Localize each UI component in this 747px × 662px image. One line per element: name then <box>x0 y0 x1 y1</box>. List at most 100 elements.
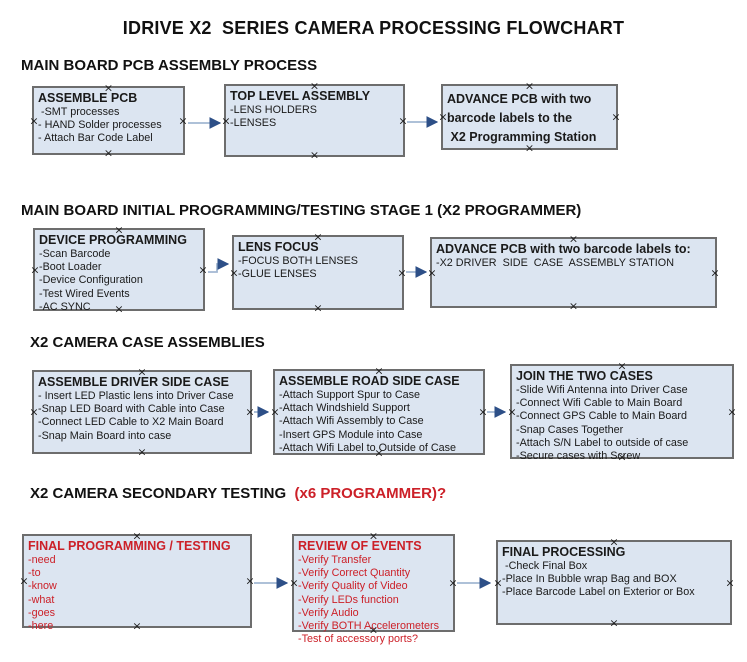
box-item: -Attach Wifi Assembly to Case <box>279 415 424 428</box>
box-device-programming: DEVICE PROGRAMMING -Scan Barcode-Boot Lo… <box>30 225 208 315</box>
box-item: -what <box>28 593 55 606</box>
box-title: ASSEMBLE PCB <box>38 91 138 105</box>
box-items: -Check Final Box-Place In Bubble wrap Ba… <box>502 560 726 600</box>
box-title: JOIN THE TWO CASES <box>516 369 653 383</box>
box-items: -SMT processes- HAND Solder processes- A… <box>38 106 179 146</box>
box-top-level-assembly: TOP LEVEL ASSEMBLY -LENS HOLDERS-LENSES … <box>221 81 408 161</box>
box-items: -Attach Support Spur to Case-Attach Wind… <box>279 389 479 455</box>
box-title: ADVANCE PCB with two barcode labels to t… <box>447 92 597 144</box>
box-item: -Attach Wifi Label to Outside of Case <box>279 441 457 454</box>
box-item: -Connect Wifi Cable to Main Board <box>516 397 683 410</box>
box-assemble-pcb: ASSEMBLE PCB -SMT processes- HAND Solder… <box>29 83 188 159</box>
connection-handle-icon: × <box>178 114 188 127</box>
box-items: -FOCUS BOTH LENSES-GLUE LENSES <box>238 255 398 281</box>
box-item: -Snap Cases Together <box>516 423 624 436</box>
box-title: LENS FOCUS <box>238 240 319 254</box>
connection-handle-icon: × <box>568 299 579 313</box>
box-items: -LENS HOLDERS-LENSES <box>230 104 399 130</box>
box-item: -Boot Loader <box>39 261 102 274</box>
box-item: -Test Wired Events <box>39 287 130 300</box>
box-item: -Verify Transfer <box>298 554 372 566</box>
box-item: -Device Configuration <box>39 274 143 287</box>
box-title: DEVICE PROGRAMMING <box>39 233 187 247</box>
box-final-programming-testing: FINAL PROGRAMMING / TESTING -need-to-kno… <box>19 531 255 633</box>
box-item: -know <box>28 580 57 593</box>
box-title: ADVANCE PCB with two barcode labels to: <box>436 242 691 256</box>
box-item: -Connect GPS Cable to Main Board <box>516 410 688 423</box>
box-item: -X2 DRIVER SIDE CASE ASSEMBLY STATION <box>436 257 674 269</box>
box-item: -Scan Barcode <box>39 248 111 260</box>
box-join-the-two-cases: JOIN THE TWO CASES -Slide Wifi Antenna i… <box>507 361 737 463</box>
connection-handle-icon: × <box>448 576 458 590</box>
box-item: -Place In Bubble wrap Bag and BOX <box>502 573 677 586</box>
box-title: TOP LEVEL ASSEMBLY <box>230 89 371 103</box>
connection-handle-icon: × <box>478 405 488 419</box>
heading-red-part: (x6 PROGRAMMER)? <box>294 485 447 502</box>
box-item: -Snap Main Board into case <box>38 429 172 442</box>
box-item: -Test of accessory ports? <box>298 633 419 646</box>
box-item: -GLUE LENSES <box>238 268 317 281</box>
section-heading-secondary-testing: X2 CAMERA SECONDARY TESTING (x6 PROGRAMM… <box>30 485 446 502</box>
connection-handle-icon: × <box>727 405 737 418</box>
box-item: -LENSES <box>230 117 277 130</box>
box-items: -Verify Transfer-Verify Correct Quantity… <box>298 554 449 646</box>
connection-handle-icon: × <box>103 146 114 160</box>
connection-handle-icon: × <box>245 574 255 588</box>
box-item: -Verify Correct Quantity <box>298 567 411 580</box>
box-item: -FOCUS BOTH LENSES <box>238 255 358 267</box>
box-title: FINAL PROGRAMMING / TESTING <box>28 539 231 553</box>
heading-black-part: X2 CAMERA SECONDARY TESTING <box>30 485 295 502</box>
box-item: -Place Barcode Label on Exterior or Box <box>502 586 695 599</box>
box-item: -Secure cases with Screw <box>516 450 641 463</box>
connection-handle-icon: × <box>309 148 320 162</box>
box-item: -Verify LEDs function <box>298 593 399 606</box>
connection-handle-icon: × <box>725 576 735 589</box>
box-item: -here <box>28 620 54 633</box>
section-heading-case-assemblies: X2 CAMERA CASE ASSEMBLIES <box>30 334 265 351</box>
connection-handle-icon: × <box>313 301 323 315</box>
box-item: -Attach Support Spur to Case <box>279 389 421 401</box>
box-title: FINAL PROCESSING <box>502 545 626 559</box>
connection-handle-icon: × <box>611 110 621 124</box>
connection-handle-icon: × <box>609 616 619 630</box>
page-title: IDRIVE X2 SERIES CAMERA PROCESSING FLOWC… <box>122 18 625 38</box>
box-title: ASSEMBLE ROAD SIDE CASE <box>279 374 460 388</box>
box-item: -LENS HOLDERS <box>230 104 317 116</box>
box-title: ASSEMBLE DRIVER SIDE CASE <box>38 375 230 389</box>
box-items: -need-to-know-what-goes-here <box>28 554 246 633</box>
box-item: -Verify Quality of Video <box>298 580 408 593</box>
box-item: -Check Final Box <box>502 560 588 572</box>
connection-handle-icon: × <box>198 263 208 276</box>
box-advance-pcb-driver-side-station: ADVANCE PCB with two barcode labels to: … <box>427 234 720 312</box>
box-assemble-driver-side-case: ASSEMBLE DRIVER SIDE CASE - Insert LED P… <box>29 367 255 458</box>
connection-handle-icon: × <box>398 114 408 127</box>
connection-handle-icon: × <box>710 266 720 279</box>
box-item: -Connect LED Cable to X2 Main Board <box>38 416 224 429</box>
box-item: - HAND Solder processes <box>38 119 162 132</box>
connection-handle-icon: × <box>245 405 255 419</box>
box-item: -Insert GPS Module into Case <box>279 428 423 441</box>
box-lens-focus: LENS FOCUS -FOCUS BOTH LENSES-GLUE LENSE… <box>229 232 406 314</box>
box-item: -to <box>28 567 41 580</box>
box-item: -Attach S/N Label to outside of case <box>516 436 689 449</box>
box-item: - Attach Bar Code Label <box>38 132 153 145</box>
flow-arrow-elbow <box>208 258 230 273</box>
box-item: -Verify BOTH Accelerometers <box>298 620 439 633</box>
box-items: - Insert LED Plastic lens into Driver Ca… <box>38 390 246 443</box>
section-heading-initial-programming: MAIN BOARD INITIAL PROGRAMMING/TESTING S… <box>21 202 582 219</box>
box-assemble-road-side-case: ASSEMBLE ROAD SIDE CASE -Attach Support … <box>270 366 488 459</box>
box-item: -Slide Wifi Antenna into Driver Case <box>516 384 688 396</box>
box-advance-pcb-programming-station: ADVANCE PCB with two barcode labels to t… <box>438 81 621 154</box>
box-items: -Scan Barcode-Boot Loader-Device Configu… <box>39 248 199 314</box>
box-item: -Verify Audio <box>298 606 359 619</box>
box-item: -SMT processes <box>38 106 120 118</box>
box-item: -goes <box>28 606 56 619</box>
box-items: -X2 DRIVER SIDE CASE ASSEMBLY STATION <box>436 257 711 270</box>
box-item: -AC SYNC <box>39 300 91 313</box>
box-final-processing: FINAL PROCESSING -Check Final Box-Place … <box>493 537 735 629</box>
box-review-of-events: REVIEW OF EVENTS -Verify Transfer-Verify… <box>289 531 458 646</box>
section-heading-pcb-assembly: MAIN BOARD PCB ASSEMBLY PROCESS <box>21 57 318 74</box>
connection-handle-icon: × <box>137 445 147 459</box>
box-title: REVIEW OF EVENTS <box>298 539 422 553</box>
